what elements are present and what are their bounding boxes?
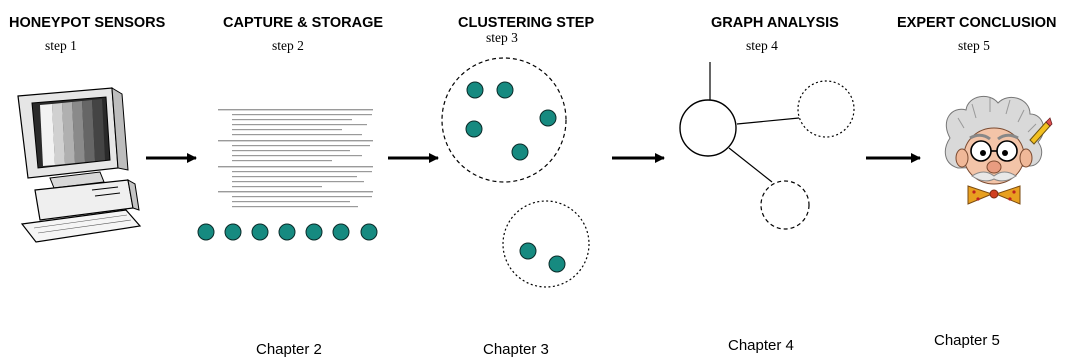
cluster-dot	[511, 143, 529, 161]
expert-face-icon	[944, 95, 1053, 205]
stage-4-title: GRAPH ANALYSIS	[711, 15, 839, 31]
stage-2-step: step 2	[272, 38, 304, 53]
graph-node-main	[679, 99, 737, 157]
computer-icon	[17, 87, 142, 243]
event-dot	[251, 223, 269, 241]
event-dot	[197, 223, 215, 241]
event-dot	[332, 223, 350, 241]
event-dot	[360, 223, 378, 241]
stage-5-step: step 5	[958, 38, 990, 53]
stage-1-title: HONEYPOT SENSORS	[9, 15, 166, 31]
cluster-small	[502, 200, 590, 288]
cluster-dot	[466, 81, 484, 99]
stage-2-title: CAPTURE & STORAGE	[223, 15, 384, 31]
cluster-large	[441, 57, 567, 183]
event-dot	[224, 223, 242, 241]
event-dots	[197, 223, 378, 241]
cluster-dot	[496, 81, 514, 99]
stage-4-chapter: Chapter 4	[728, 337, 794, 354]
event-dot	[278, 223, 296, 241]
graph-edge	[736, 117, 800, 125]
cluster-dot	[465, 120, 483, 138]
stage-4-step: step 4	[746, 38, 778, 53]
cluster-dot	[539, 109, 557, 127]
stage-3-chapter: Chapter 3	[483, 341, 549, 358]
stage-3-title: CLUSTERING STEP	[458, 15, 595, 31]
log-document-icon	[218, 109, 373, 208]
cluster-dot	[519, 242, 537, 260]
stage-5-title: EXPERT CONCLUSION	[897, 15, 1057, 31]
graph-diagram	[679, 62, 855, 230]
cluster-dot	[548, 255, 566, 273]
event-dot	[305, 223, 323, 241]
graph-edge	[728, 147, 773, 183]
graph-node-dashed	[760, 180, 810, 230]
stage-5-chapter: Chapter 5	[934, 332, 1000, 349]
stage-3-step: step 3	[486, 30, 518, 45]
graph-node-dotted	[797, 80, 855, 138]
stage-2-chapter: Chapter 2	[256, 341, 322, 358]
stage-1-step: step 1	[45, 38, 77, 53]
